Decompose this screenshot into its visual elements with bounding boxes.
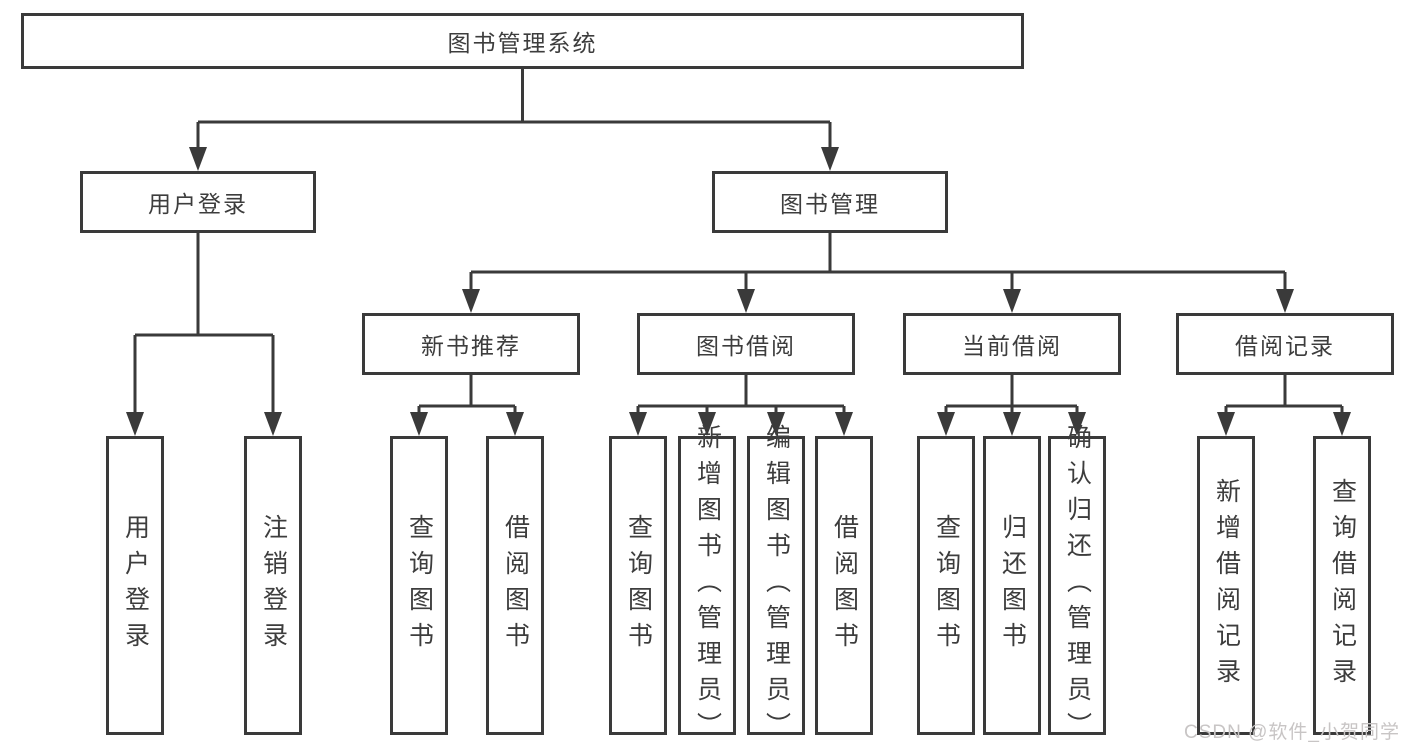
connector-path — [196, 69, 832, 150]
node-current-borrowing: 当前借阅 — [903, 313, 1121, 375]
leaf-query-borrow-record: 查询借阅记录 — [1313, 436, 1371, 735]
arrow-head — [410, 412, 428, 436]
arrow-head — [264, 412, 282, 436]
leaf-label: 编辑图书（管理员） — [762, 423, 791, 747]
arrow-head — [189, 147, 207, 171]
arrow-head — [629, 412, 647, 436]
arrow-head — [462, 289, 480, 313]
connector-path — [944, 375, 1079, 414]
arrow-head — [737, 289, 755, 313]
leaf-label: 确认归还（管理员） — [1063, 423, 1092, 747]
node-borrowing-records: 借阅记录 — [1176, 313, 1394, 375]
leaf-label: 新增借阅记录 — [1212, 477, 1241, 694]
leaf-label: 查询图书 — [405, 513, 434, 658]
leaf-add-book-admin: 新增图书（管理员） — [678, 424, 736, 747]
leaf-add-borrow-record: 新增借阅记录 — [1197, 436, 1255, 735]
leaf-label: 用户登录 — [121, 513, 150, 658]
leaf-borrow-books-borrow: 借阅图书 — [815, 436, 873, 735]
arrow-head — [1003, 289, 1021, 313]
leaf-query-books-recommend: 查询图书 — [390, 436, 448, 735]
leaf-label: 查询借阅记录 — [1328, 477, 1357, 694]
node-library-management-system: 图书管理系统 — [21, 13, 1024, 69]
watermark: CSDN @软件_小贺同学 — [1184, 722, 1400, 743]
arrow-head — [126, 412, 144, 436]
node-book-management: 图书管理 — [712, 171, 948, 233]
leaf-query-books-current: 查询图书 — [917, 436, 975, 735]
leaf-query-books-borrow: 查询图书 — [609, 436, 667, 735]
connector-path — [133, 233, 275, 414]
leaf-return-books: 归还图书 — [983, 436, 1041, 735]
node-user-login: 用户登录 — [80, 171, 316, 233]
leaf-label: 借阅图书 — [501, 513, 530, 658]
leaf-user-login: 用户登录 — [106, 436, 164, 735]
arrow-head — [1217, 412, 1235, 436]
leaf-label: 归还图书 — [998, 513, 1027, 658]
connector-path — [1224, 375, 1344, 414]
arrow-head — [821, 147, 839, 171]
leaf-label: 新增图书（管理员） — [693, 423, 722, 747]
arrow-head — [698, 412, 716, 436]
arrow-head — [1068, 412, 1086, 436]
arrow-head — [835, 412, 853, 436]
leaf-label: 查询图书 — [624, 513, 653, 658]
leaf-logout: 注销登录 — [244, 436, 302, 735]
arrow-head — [506, 412, 524, 436]
leaf-label: 注销登录 — [259, 513, 288, 658]
arrow-head — [1003, 412, 1021, 436]
connector-path — [636, 375, 846, 414]
leaf-borrow-books-recommend: 借阅图书 — [486, 436, 544, 735]
arrow-head — [767, 412, 785, 436]
node-book-borrowing: 图书借阅 — [637, 313, 855, 375]
leaf-label: 借阅图书 — [830, 513, 859, 658]
node-new-book-recommendation: 新书推荐 — [362, 313, 580, 375]
arrow-head — [937, 412, 955, 436]
leaf-confirm-return-admin: 确认归还（管理员） — [1048, 424, 1106, 747]
arrow-head — [1276, 289, 1294, 313]
arrow-head — [1333, 412, 1351, 436]
leaf-edit-book-admin: 编辑图书（管理员） — [747, 424, 805, 747]
connector-path — [469, 233, 1287, 291]
connector-path — [417, 375, 517, 414]
leaf-label: 查询图书 — [932, 513, 961, 658]
